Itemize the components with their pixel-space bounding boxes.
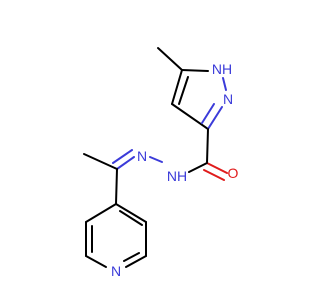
bond-carbonyl-nh: [188, 162, 208, 173]
bond-py-c2-n: [125, 255, 147, 268]
bond-c3-n2-inner: [201, 103, 215, 124]
bond-py-c4-c3: [115, 203, 147, 223]
bond-n-cimine: [116, 156, 135, 170]
bond-carbonyl-o: [206, 162, 228, 174]
bond-c5-c4-inner: [178, 76, 189, 105]
bond-n-cimine-inner: [112, 149, 133, 164]
bond-c5-c4: [171, 69, 183, 105]
atom-label-oxygen: O: [228, 165, 239, 181]
bond-py-c5-c4: [85, 203, 117, 223]
molecule-structure: NH N N NH O N: [83, 47, 239, 279]
bond-py-c2-n-inner: [123, 252, 140, 262]
atom-label-pyridine-n: N: [111, 263, 121, 279]
atom-label-amide-nh: NH: [167, 168, 187, 184]
bond-c3-n2: [207, 106, 223, 130]
bond-c3-carbonyl: [206, 128, 209, 164]
bond-cimine-methyl: [83, 153, 118, 170]
bond-methyl-c5: [157, 47, 183, 71]
atom-label-pyrazole-nh: NH: [212, 61, 232, 77]
bond-cimine-pyridine: [115, 168, 118, 205]
bond-c4-c3: [171, 103, 209, 130]
bond-nh-n: [149, 156, 163, 163]
atom-label-pyrazole-n: N: [223, 91, 233, 107]
atom-label-hydrazone-n: N: [137, 148, 147, 164]
bond-carbonyl-o-inner: [203, 169, 225, 181]
bond-n2-n1: [222, 77, 227, 91]
bond-py-n-c6: [85, 255, 107, 268]
bond-n1-c5: [181, 69, 209, 72]
bond-py-c4-c3-inner: [119, 210, 143, 226]
